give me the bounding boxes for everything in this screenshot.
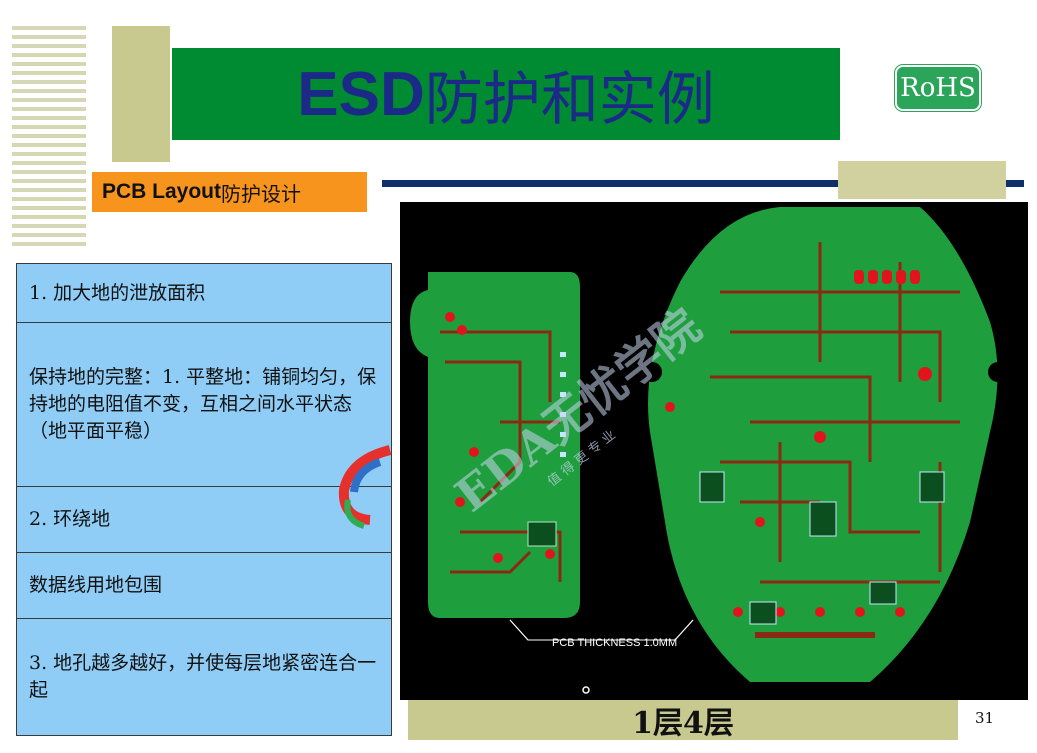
thickness-label: PCB THICKNESS 1.0MM — [552, 637, 677, 649]
decor-olive-bar — [112, 26, 170, 162]
caption-bar: 1层4层 — [408, 700, 958, 741]
watermark-logo-icon — [338, 445, 392, 529]
pcb-drawing: PCB THICKNESS 1.0MM EDA无忧学院 值 得 更 专 业 — [410, 207, 1008, 694]
caption-text: 1层4层 — [632, 706, 734, 741]
points-panel: 1. 加大地的泄放面积 保持地的完整：1. 平整地：铺铜均匀，保持地的电阻值不变… — [16, 263, 392, 736]
decor-olive-block — [838, 161, 1006, 199]
subtitle-latin: PCB Layout — [102, 180, 222, 203]
point-row: 1. 加大地的泄放面积 — [29, 281, 206, 304]
page-number: 31 — [975, 709, 995, 727]
subtitle-cjk: 防护设计 — [221, 181, 302, 206]
rohs-badge: RoHS — [895, 65, 981, 111]
point-row: 数据线用地包围 — [17, 552, 391, 618]
point-row: 2. 环绕地 — [17, 486, 391, 552]
title-latin: ESD — [297, 59, 425, 129]
title-cjk: 防护和实例 — [424, 65, 715, 133]
point-row: 保持地的完整：1. 平整地：铺铜均匀，保持地的电阻值不变，互相之间水平状态（地平… — [17, 322, 391, 486]
pcb-layout-image: PCB THICKNESS 1.0MM EDA无忧学院 值 得 更 专 业 — [400, 202, 1028, 700]
decor-stripes — [12, 26, 86, 248]
point-row: 3. 地孔越多越好，并使每层地紧密连合一起 — [17, 618, 391, 735]
accent-line — [382, 180, 1024, 187]
board-large — [648, 207, 998, 682]
